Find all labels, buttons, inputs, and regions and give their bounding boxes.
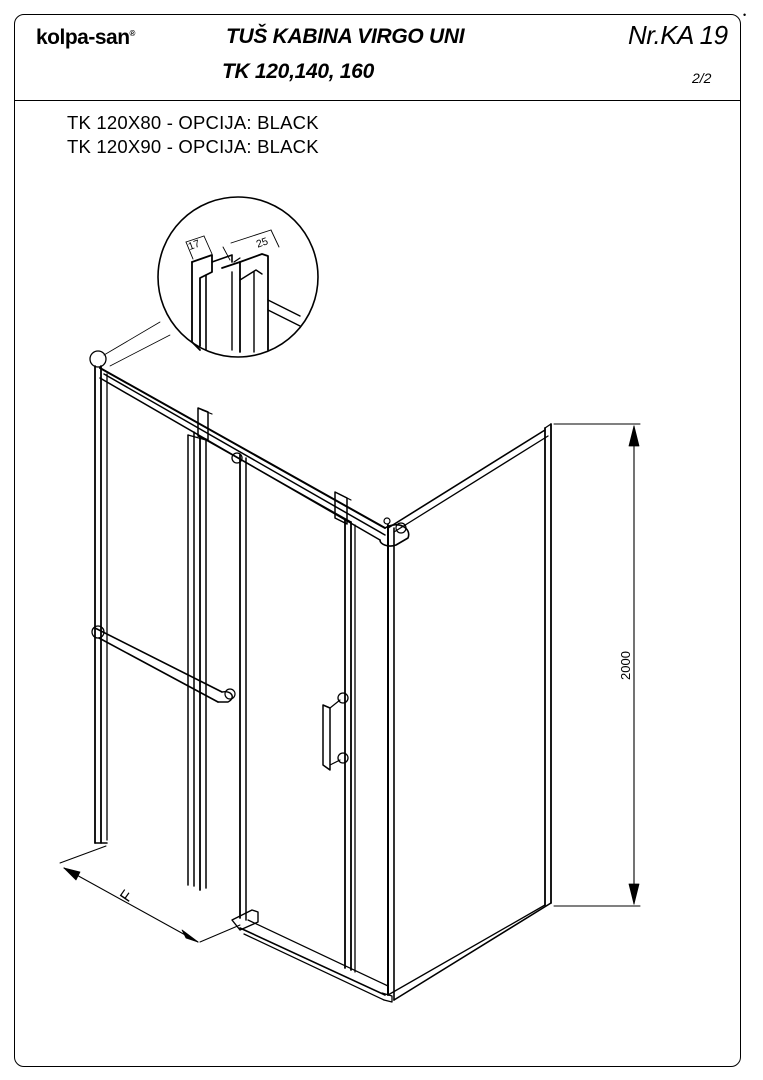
towel-bar <box>91 625 236 703</box>
left-fixed-panel <box>89 350 108 844</box>
corner-mark: • <box>743 10 747 20</box>
product-models: TK 120,140, 160 <box>222 60 374 83</box>
product-title: TUŠ KABINA VIRGO UNI <box>226 25 465 48</box>
drawing-frame <box>14 14 741 1067</box>
brand-logo: kolpa-san® <box>36 26 135 50</box>
wall-fixing-cap <box>89 350 107 368</box>
profile-detail <box>103 196 319 367</box>
detail-leader-lower <box>109 334 171 367</box>
document-number: Nr.KA 19 <box>628 20 728 50</box>
detail-dim-a: 17 <box>187 238 202 253</box>
variant-line-1: TK 120X80 - OPCIJA: BLACK <box>67 112 319 133</box>
side-panel <box>387 423 552 1001</box>
height-dimension <box>553 423 641 907</box>
width-dimension <box>59 845 241 943</box>
top-rail <box>99 367 410 547</box>
detail-circle <box>157 196 319 358</box>
width-label: F <box>117 887 137 905</box>
sliding-door <box>187 407 393 1003</box>
detail-leader-upper <box>103 321 161 356</box>
detail-dim-b: 25 <box>255 235 270 250</box>
door-handle <box>322 704 331 771</box>
header-divider <box>14 100 741 101</box>
page-number: 2/2 <box>692 70 712 86</box>
height-value: 2000 <box>618 651 633 680</box>
brand-name: kolpa-san <box>36 26 130 49</box>
variant-line-2: TK 120X90 - OPCIJA: BLACK <box>67 136 319 157</box>
brand-mark: ® <box>129 29 136 38</box>
